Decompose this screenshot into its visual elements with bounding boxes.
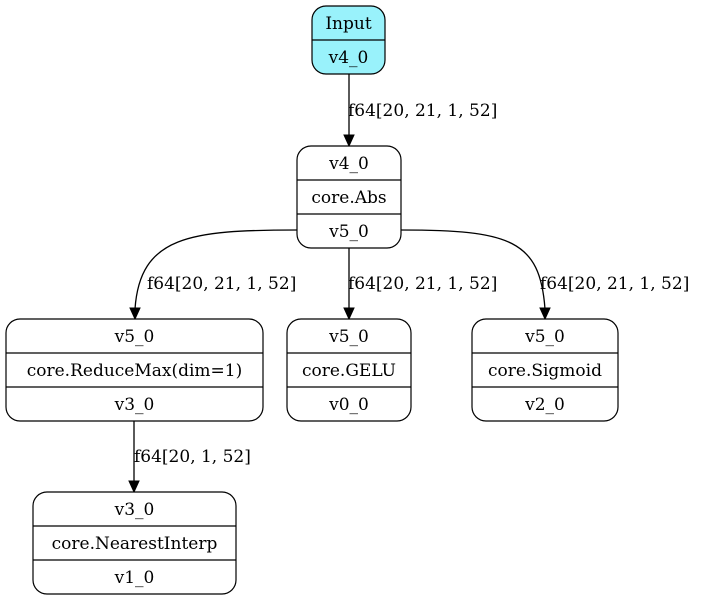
node-frame: [471, 318, 619, 422]
node-reducemax[interactable]: v5_0 core.ReduceMax(dim=1) v3_0: [5, 318, 264, 422]
arrowhead-icon: [343, 307, 355, 321]
edge-label: f64[20, 21, 1, 52]: [348, 274, 497, 294]
node-frame: [286, 318, 412, 422]
node-output-var: v0_0: [328, 395, 369, 415]
node-output-var: v4_0: [328, 48, 369, 68]
node-input-var: v5_0: [328, 327, 369, 347]
edge-line: [134, 229, 298, 310]
edge-line: [400, 229, 546, 310]
node-input-var: v3_0: [114, 500, 155, 520]
node-input-var: v5_0: [524, 327, 565, 347]
node-input[interactable]: Input v4_0: [311, 5, 386, 75]
arrowhead-icon: [539, 307, 551, 321]
node-frame: [296, 145, 402, 249]
node-abs[interactable]: v4_0 core.Abs v5_0: [296, 145, 402, 249]
node-input-var: v4_0: [328, 154, 369, 174]
node-op-label: core.ReduceMax(dim=1): [27, 361, 243, 381]
edge-label: f64[20, 1, 52]: [134, 447, 251, 467]
node-output-var: v2_0: [524, 395, 565, 415]
node-op-label: core.GELU: [302, 361, 396, 381]
node-output-var: v3_0: [114, 395, 155, 415]
node-frame: [32, 491, 237, 595]
edge-label: f64[20, 21, 1, 52]: [348, 101, 497, 121]
node-input-var: Input: [325, 14, 371, 34]
node-input-var: v5_0: [114, 327, 155, 347]
edge-input-to-abs: f64[20, 21, 1, 52]: [343, 74, 497, 148]
edge-label: f64[20, 21, 1, 52]: [147, 274, 296, 294]
arrowhead-icon: [129, 307, 141, 321]
arrowhead-icon: [128, 480, 140, 494]
edge-abs-to-sigmoid: f64[20, 21, 1, 52]: [400, 229, 689, 321]
node-op-label: core.Abs: [311, 188, 386, 208]
node-sigmoid[interactable]: v5_0 core.Sigmoid v2_0: [471, 318, 619, 422]
arrowhead-icon: [343, 134, 355, 148]
edge-abs-to-reducemax: f64[20, 21, 1, 52]: [129, 229, 298, 321]
node-nearestinterp[interactable]: v3_0 core.NearestInterp v1_0: [32, 491, 237, 595]
edge-abs-to-gelu: f64[20, 21, 1, 52]: [343, 248, 497, 321]
node-op-label: core.Sigmoid: [488, 361, 602, 381]
edge-label: f64[20, 21, 1, 52]: [540, 274, 689, 294]
edge-reducemax-to-nearestinterp: f64[20, 1, 52]: [128, 421, 251, 494]
node-frame: [5, 318, 264, 422]
node-output-var: v5_0: [328, 222, 369, 242]
node-output-var: v1_0: [114, 568, 155, 588]
node-gelu[interactable]: v5_0 core.GELU v0_0: [286, 318, 412, 422]
node-op-label: core.NearestInterp: [52, 534, 218, 554]
